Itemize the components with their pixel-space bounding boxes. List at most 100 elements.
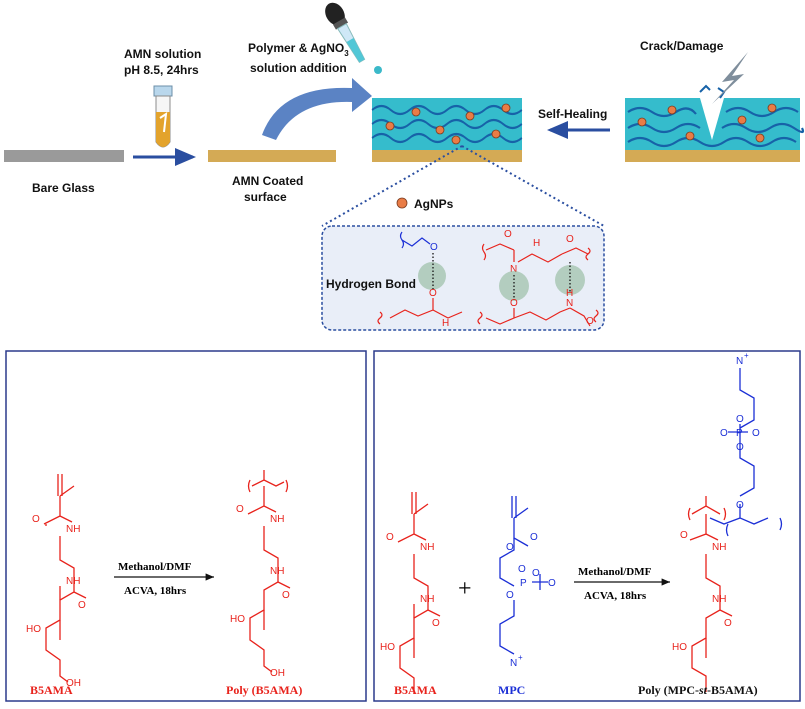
svg-text:O: O	[680, 530, 688, 541]
svg-text:O: O	[720, 428, 728, 439]
b5ama-label-left: B5AMA	[30, 683, 73, 697]
svg-text:O: O	[236, 504, 244, 515]
svg-text:O: O	[510, 298, 518, 309]
b5ama-structure-right	[397, 492, 441, 694]
hbond-pair-2: O N H O O H N O	[477, 229, 599, 327]
svg-text:HO: HO	[672, 642, 687, 653]
curved-addition-arrow	[262, 78, 372, 140]
svg-text:N: N	[736, 356, 743, 367]
svg-text:O: O	[752, 428, 760, 439]
poly-b5ama-structure	[247, 470, 291, 673]
svg-text:NH: NH	[420, 594, 434, 605]
agnp-legend-dot	[396, 197, 408, 209]
dropper-icon	[325, 2, 366, 63]
b5ama-atoms-right: O NH NH O HO	[380, 532, 440, 653]
poly-b5ama-segment-atoms: O NH NH O HO	[672, 530, 732, 653]
svg-text:O: O	[430, 242, 438, 253]
zoom-line-left	[321, 145, 463, 227]
svg-text:O: O	[506, 590, 514, 601]
poly-mpc-st-b5ama-label: Poly (MPC-st-B5AMA)	[638, 683, 758, 697]
poly-b5ama-atoms: O NH NH O HO OH	[230, 504, 290, 679]
zoom-line-right	[461, 145, 605, 227]
crack-damage-label: Crack/Damage	[640, 39, 724, 53]
poly-mpc-b5ama-blue	[709, 368, 783, 537]
hbond-pair-1: O O H	[377, 231, 463, 329]
bare-glass-slide	[4, 150, 124, 162]
svg-text:HO: HO	[380, 642, 395, 653]
drop-icon	[374, 66, 382, 74]
self-healing-label: Self-Healing	[538, 107, 607, 121]
svg-text:O: O	[736, 442, 744, 453]
svg-text:+: +	[744, 351, 749, 360]
b5ama-atoms-left: O NH NH O HO OH	[26, 514, 86, 689]
left-reagent-line1: Methanol/DMF	[118, 561, 192, 573]
svg-text:O: O	[548, 578, 556, 589]
svg-text:NH: NH	[270, 566, 284, 577]
svg-text:NH: NH	[712, 542, 726, 553]
poly-mpc-atoms: N + O P O O O O	[720, 351, 760, 511]
plus-sign: +	[458, 576, 472, 602]
right-reagent-line2: ACVA, 18hrs	[584, 590, 647, 602]
poly-b5ama-segment	[687, 496, 733, 692]
svg-text:H: H	[533, 238, 540, 249]
bare-glass-label: Bare Glass	[32, 181, 95, 195]
svg-text:OH: OH	[66, 678, 81, 689]
svg-text:O: O	[586, 316, 594, 327]
b5ama-structure-left	[43, 474, 87, 683]
mpc-label: MPC	[498, 683, 525, 697]
svg-text:O: O	[566, 234, 574, 245]
svg-text:O: O	[518, 564, 526, 575]
mpc-structure	[499, 496, 548, 655]
svg-text:O: O	[506, 542, 514, 553]
svg-text:NH: NH	[420, 542, 434, 553]
svg-text:O: O	[504, 229, 512, 240]
right-reagent-line1: Methanol/DMF	[578, 566, 652, 578]
hydrogen-bond-label: Hydrogen Bond	[326, 277, 416, 291]
svg-text:O: O	[530, 532, 538, 543]
svg-text:O: O	[32, 514, 40, 525]
svg-text:O: O	[736, 414, 744, 425]
svg-text:P: P	[520, 578, 527, 589]
amn-solution-label-line1: AMN solution	[124, 47, 201, 61]
b5ama-label-right: B5AMA	[394, 683, 437, 697]
svg-text:NH: NH	[270, 514, 284, 525]
svg-text:P: P	[736, 428, 743, 439]
svg-text:OH: OH	[270, 668, 285, 679]
svg-text:NH: NH	[712, 594, 726, 605]
right-synthesis-panel	[373, 350, 801, 702]
svg-text:O: O	[432, 618, 440, 629]
svg-text:N: N	[566, 298, 573, 309]
svg-text:HO: HO	[26, 624, 41, 635]
svg-text:O: O	[532, 568, 540, 579]
svg-text:H: H	[566, 288, 573, 299]
test-tube-icon	[153, 85, 173, 148]
hydrogel-film	[370, 98, 523, 162]
svg-text:O: O	[282, 590, 290, 601]
left-synthesis-panel	[5, 350, 367, 702]
amn-coated-label-line1: AMN Coated	[232, 174, 303, 188]
amn-coated-slide	[208, 150, 336, 162]
polymer-label-line2: solution addition	[250, 61, 347, 75]
svg-text:N: N	[510, 658, 517, 669]
svg-text:+: +	[518, 653, 523, 662]
svg-text:NH: NH	[66, 576, 80, 587]
svg-text:O: O	[429, 288, 437, 299]
zoom-box	[321, 225, 605, 331]
svg-text:N: N	[510, 264, 517, 275]
left-reagent-line2: ACVA, 18hrs	[124, 585, 187, 597]
svg-text:NH: NH	[66, 524, 80, 535]
svg-text:O: O	[78, 600, 86, 611]
svg-text:O: O	[724, 618, 732, 629]
svg-text:O: O	[386, 532, 394, 543]
amn-coated-label-line2: surface	[244, 190, 287, 204]
svg-text:H: H	[442, 318, 449, 329]
poly-b5ama-label: Poly (B5AMA)	[226, 683, 302, 697]
svg-text:O: O	[736, 500, 744, 511]
polymer-label-line1: Polymer & AgNO3	[248, 41, 349, 58]
agnps-label: AgNPs	[414, 197, 454, 211]
amn-solution-label-line2: pH 8.5, 24hrs	[124, 63, 199, 77]
lightning-icon	[712, 52, 748, 104]
svg-text:HO: HO	[230, 614, 245, 625]
mpc-atoms: O O O P O O O N +	[506, 532, 556, 669]
